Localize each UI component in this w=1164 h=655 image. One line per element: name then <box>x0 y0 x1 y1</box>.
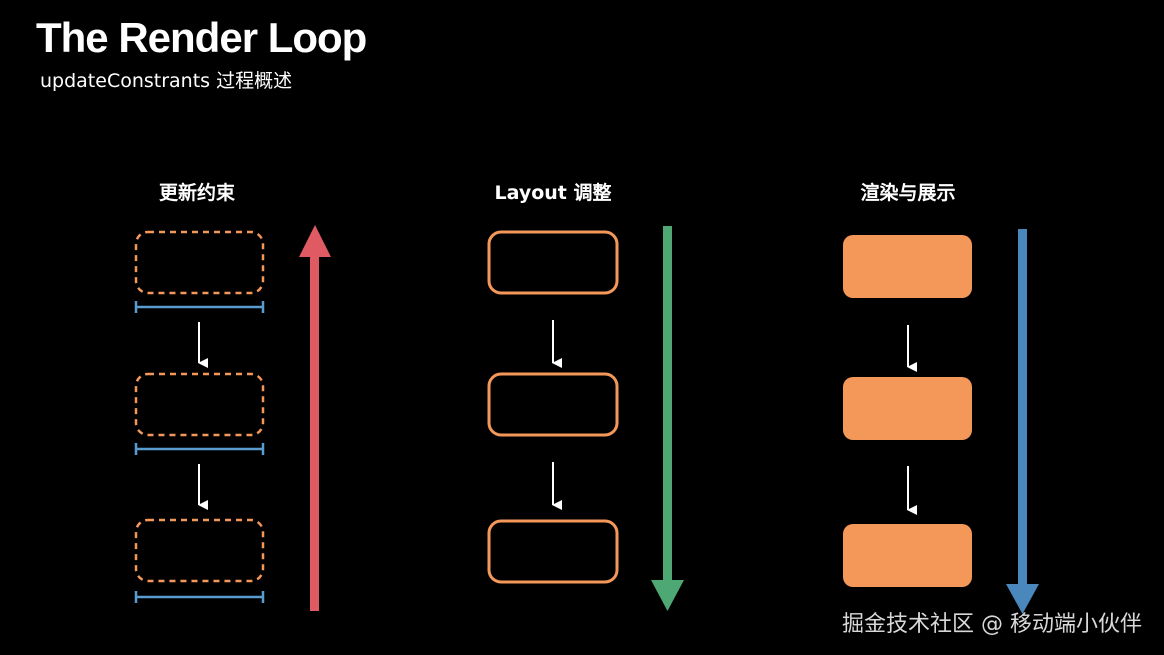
down-arrow-blue <box>1006 229 1039 614</box>
layout-box-2 <box>487 372 619 437</box>
column-heading-update-constraints: 更新约束 <box>158 182 236 204</box>
down-arrow-green <box>651 226 684 611</box>
layout-box-1 <box>487 230 619 295</box>
up-arrow-red <box>299 225 331 611</box>
column-update-constraints <box>134 225 331 611</box>
constraint-box-2 <box>134 372 265 437</box>
slide-subtitle: updateConstrants 过程概述 <box>40 70 293 92</box>
column-layout <box>487 226 684 611</box>
column-heading-layout: Layout 调整 <box>494 182 612 204</box>
watermark-text: 掘金技术社区 @ 移动端小伙伴 <box>842 612 1142 637</box>
constraint-box-1 <box>134 230 265 295</box>
constraint-line-2 <box>134 443 265 455</box>
constraint-box-3 <box>134 518 265 583</box>
render-box-3 <box>843 524 972 587</box>
layout-box-3 <box>487 519 619 584</box>
column-heading-render-display: 渲染与展示 <box>860 182 956 204</box>
constraint-line-3 <box>134 591 265 603</box>
slide-title: The Render Loop <box>36 14 367 61</box>
render-box-2 <box>843 377 972 440</box>
column-render-display <box>843 229 1039 614</box>
render-box-1 <box>843 235 972 298</box>
constraint-line-1 <box>134 301 265 313</box>
